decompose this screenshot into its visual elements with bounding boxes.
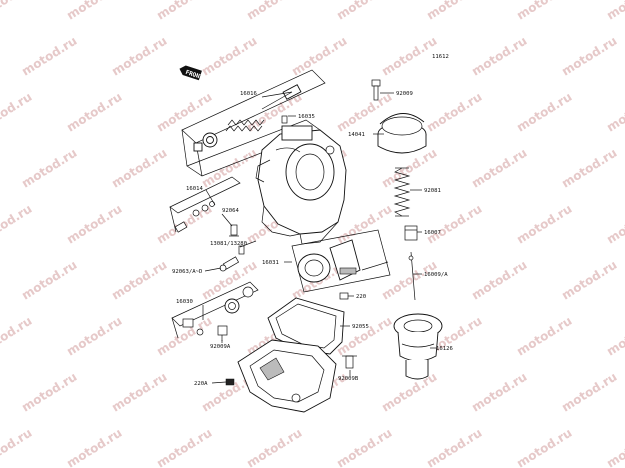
watermark-text: motod.ru bbox=[469, 146, 529, 191]
watermark-text: motod.ru bbox=[514, 90, 574, 135]
watermark-text: motod.ru bbox=[19, 34, 79, 79]
label-16035: 16035 bbox=[298, 114, 315, 120]
watermark-text: motod.ru bbox=[559, 370, 619, 415]
float-16031 bbox=[291, 229, 391, 293]
watermark-text: motod.ru bbox=[604, 202, 625, 247]
watermark-text: motod.ru bbox=[424, 426, 484, 468]
gasket-92055 bbox=[267, 297, 345, 355]
carburetor-body bbox=[255, 125, 347, 245]
screw-220a bbox=[225, 378, 235, 386]
label-16014: 16014 bbox=[186, 186, 203, 192]
screw-220 bbox=[339, 292, 349, 300]
watermark-text: motod.ru bbox=[379, 34, 439, 79]
label-220: 220 bbox=[356, 294, 366, 300]
float-bowl bbox=[237, 339, 337, 413]
diagram-code: 11612 bbox=[432, 54, 449, 60]
label-16016: 16016 bbox=[240, 91, 257, 97]
watermark-text: motod.ru bbox=[424, 202, 484, 247]
jet-16035 bbox=[281, 115, 288, 124]
label-16007: 16007 bbox=[424, 230, 441, 236]
label-14041: 14041 bbox=[348, 132, 365, 138]
watermark-text: motod.ru bbox=[109, 146, 169, 191]
watermark-text: motod.ru bbox=[604, 314, 625, 359]
watermark-text: motod.ru bbox=[0, 314, 34, 359]
watermark-text: motod.ru bbox=[334, 426, 394, 468]
watermark-text: motod.ru bbox=[64, 202, 124, 247]
main-jet-92063 bbox=[219, 256, 240, 272]
watermark-text: motod.ru bbox=[424, 90, 484, 135]
label-16009: 16009/A bbox=[424, 272, 448, 278]
watermark-text: motod.ru bbox=[19, 258, 79, 303]
watermark-text: motod.ru bbox=[559, 258, 619, 303]
watermark-text: motod.ru bbox=[0, 90, 34, 135]
watermark-text: motod.ru bbox=[514, 0, 574, 23]
watermark-text: motod.ru bbox=[559, 146, 619, 191]
watermark-text: motod.ru bbox=[469, 370, 529, 415]
watermark-text: motod.ru bbox=[424, 0, 484, 23]
watermark-text: motod.ru bbox=[469, 34, 529, 79]
label-16030: 16030 bbox=[176, 299, 193, 305]
watermark-text: motod.ru bbox=[244, 0, 304, 23]
watermark-text: motod.ru bbox=[604, 426, 625, 468]
spring-92081 bbox=[393, 167, 411, 217]
label-92064: 92064 bbox=[222, 208, 239, 214]
top-cover-14041 bbox=[377, 113, 427, 154]
watermark-text: motod.ru bbox=[64, 90, 124, 135]
watermark-text: motod.ru bbox=[334, 202, 394, 247]
float-valve-frame bbox=[171, 281, 259, 339]
label-92009a: 92009A bbox=[210, 344, 231, 350]
watermark-text: motod.ru bbox=[109, 258, 169, 303]
watermark-text: motod.ru bbox=[604, 0, 625, 23]
watermark-text: motod.ru bbox=[514, 314, 574, 359]
watermark-text: motod.ru bbox=[0, 0, 34, 23]
watermark-text: motod.ru bbox=[244, 426, 304, 468]
screw-92009b bbox=[342, 355, 357, 369]
watermark-text: motod.ru bbox=[19, 146, 79, 191]
watermark-text: motod.ru bbox=[199, 146, 259, 191]
label-16031: 16031 bbox=[262, 260, 279, 266]
watermark-text: motod.ru bbox=[514, 202, 574, 247]
needle-holder-16007 bbox=[404, 225, 418, 241]
part-labels: 16016 16035 16014 92064 13081/13280 9206… bbox=[172, 91, 453, 387]
piston-16126 bbox=[393, 313, 443, 380]
label-92063: 92063/A~D bbox=[172, 269, 203, 275]
jet-needle-16009 bbox=[408, 251, 416, 301]
watermark-text: motod.ru bbox=[154, 426, 214, 468]
watermark-text: motod.ru bbox=[334, 0, 394, 23]
watermark-text: motod.ru bbox=[469, 258, 529, 303]
label-92009: 92009 bbox=[396, 91, 413, 97]
watermark-text: motod.ru bbox=[0, 202, 34, 247]
watermark-text: motod.ru bbox=[64, 426, 124, 468]
watermark-text: motod.ru bbox=[289, 34, 349, 79]
watermark-text: motod.ru bbox=[64, 0, 124, 23]
label-92009b: 92009B bbox=[338, 376, 359, 382]
watermark-text: motod.ru bbox=[0, 426, 34, 468]
watermark-text: motod.ru bbox=[604, 90, 625, 135]
watermark-text: motod.ru bbox=[19, 370, 79, 415]
label-220a: 220A bbox=[194, 381, 208, 387]
watermark-text: motod.ru bbox=[559, 34, 619, 79]
watermark-text: motod.ru bbox=[64, 314, 124, 359]
screw-92064 bbox=[229, 224, 239, 237]
leader-lines bbox=[202, 91, 436, 384]
label-16126: 16126 bbox=[436, 346, 453, 352]
screw-92009 bbox=[371, 79, 381, 101]
watermark-text: motod.ru bbox=[379, 258, 439, 303]
watermark-text: motod.ru bbox=[514, 426, 574, 468]
label-92081: 92081 bbox=[424, 188, 441, 194]
label-13081: 13081/13280 bbox=[210, 241, 247, 247]
watermark-text: motod.ru bbox=[199, 34, 259, 79]
label-92055: 92055 bbox=[352, 324, 369, 330]
watermark-text: motod.ru bbox=[154, 90, 214, 135]
jet-13081 bbox=[238, 245, 245, 255]
watermark-text: motod.ru bbox=[109, 370, 169, 415]
watermark-text: motod.ru bbox=[154, 0, 214, 23]
watermark-text: motod.ru bbox=[109, 34, 169, 79]
screw-92009a bbox=[217, 325, 228, 341]
